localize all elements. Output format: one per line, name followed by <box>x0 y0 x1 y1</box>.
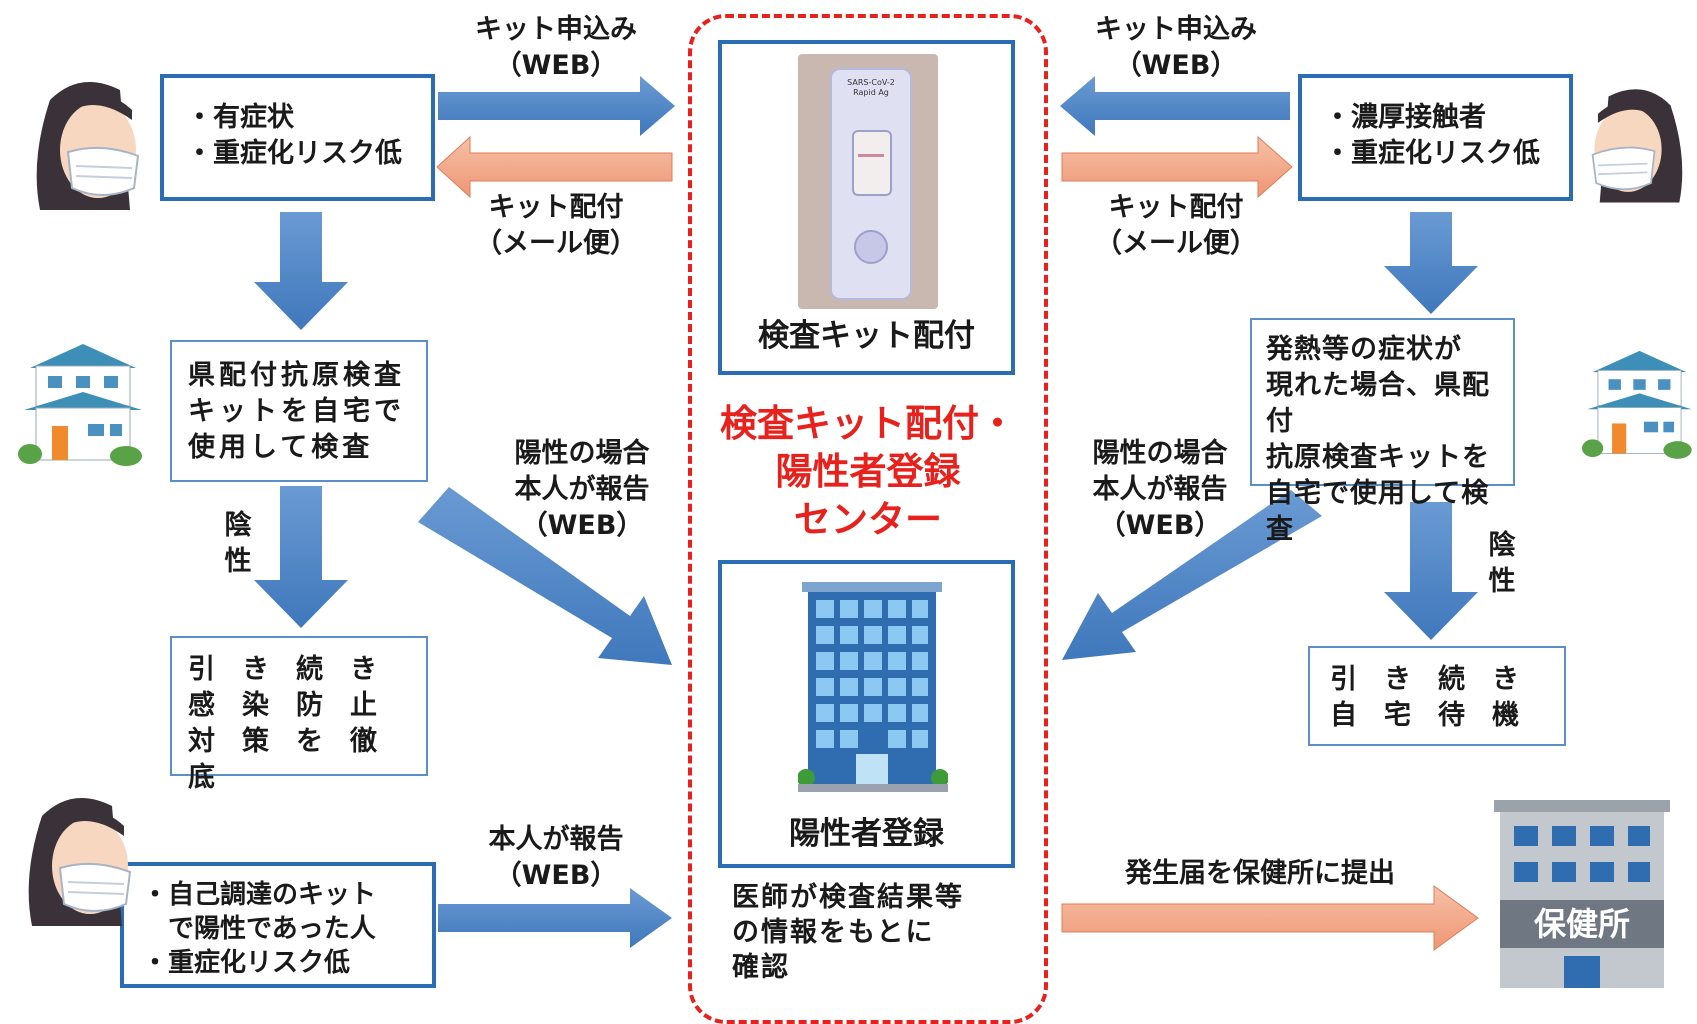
test-kit-well <box>854 230 888 264</box>
arrow-submit <box>1061 885 1479 951</box>
kit-apply-left-label: キット申込み （WEB） <box>475 14 637 81</box>
arrow-left-down-1 <box>254 212 348 330</box>
health-center-windows <box>1514 826 1650 846</box>
left-test-box: 県配付抗原検査 キットを自宅で 使用して検査 <box>170 340 428 482</box>
kit-delivery-right-label: キット配付 （メール便） <box>1095 192 1257 259</box>
health-center-roof <box>1494 800 1670 812</box>
report-bottom-label: 本人が報告 （WEB） <box>488 824 624 891</box>
bottom-left-box: ・自己調達のキット で陽性であった人 ・重症化リスク低 <box>120 862 436 988</box>
center-title: 検査キット配付・ 陽性者登録 センター <box>720 402 1016 541</box>
health-center-body: 保健所 <box>1500 812 1664 988</box>
house-icon <box>1582 350 1692 459</box>
health-center-door <box>1564 956 1600 988</box>
woman-with-mask-icon <box>28 798 132 926</box>
arrow-right-down-1 <box>1384 212 1478 314</box>
left-top-box: ・有症状 ・重症化リスク低 <box>160 74 435 201</box>
bottom-left-text: ・自己調達のキット で陽性であった人 ・重症化リスク低 <box>142 880 377 978</box>
right-result-box: 引 き 続 き 自 宅 待 機 <box>1308 646 1566 746</box>
negative-right-label: 陰 性 <box>1488 530 1516 597</box>
arrow-kit-delivery-right <box>1061 135 1293 199</box>
left-top-text: ・有症状 ・重症化リスク低 <box>186 102 402 169</box>
right-result-text: 引 き 続 き 自 宅 待 機 <box>1330 664 1519 731</box>
arrow-report-left <box>418 487 672 665</box>
left-result-text: 引 き 続 き 感 染 防 止 対 策 を 徹 底 <box>188 654 377 793</box>
arrow-report-right <box>1062 490 1322 660</box>
right-top-text: ・濃厚接触者 ・重症化リスク低 <box>1324 102 1540 169</box>
right-test-text: 発熱等の症状が 現れた場合、県配付 抗原検査キットを 自宅で使用して検査 <box>1266 334 1490 545</box>
woman-with-mask-icon <box>1591 89 1683 203</box>
right-top-box: ・濃厚接触者 ・重症化リスク低 <box>1298 74 1573 201</box>
kit-delivery-left-label: キット配付 （メール便） <box>475 192 637 259</box>
arrow-kit-apply-right <box>1060 76 1290 136</box>
test-kit-window <box>852 130 892 196</box>
left-result-box: 引 き 続 き 感 染 防 止 対 策 を 徹 底 <box>170 636 428 793</box>
house-icon <box>18 344 142 466</box>
right-test-box: 発熱等の症状が 現れた場合、県配付 抗原検査キットを 自宅で使用して検査 <box>1250 318 1515 545</box>
arrow-left-down-2 <box>254 486 348 628</box>
submit-label: 発生届を保健所に提出 <box>1125 858 1395 889</box>
report-right-label: 陽性の場合 本人が報告 （WEB） <box>1092 438 1228 541</box>
health-center-windows <box>1514 862 1650 882</box>
left-test-text: 県配付抗原検査 キットを自宅で 使用して検査 <box>188 360 405 463</box>
center-confirm-text: 医師が検査結果等 の情報をもとに 確認 <box>732 882 964 983</box>
arrows-layer <box>254 76 1479 951</box>
report-left-label: 陽性の場合 本人が報告 （WEB） <box>514 438 650 541</box>
negative-left-label: 陰 性 <box>224 510 252 577</box>
test-kit-cassette: SARS-CoV-2 Rapid Ag <box>830 68 912 300</box>
health-center-sign: 保健所 <box>1500 900 1664 948</box>
test-kit-image: SARS-CoV-2 Rapid Ag <box>798 54 938 309</box>
arrow-kit-delivery-left <box>436 135 673 199</box>
arrow-kit-apply-left <box>438 76 675 136</box>
center-kit-box: SARS-CoV-2 Rapid Ag 検査キット配付 <box>718 40 1015 375</box>
kit-apply-right-label: キット申込み （WEB） <box>1095 14 1257 81</box>
center-register-box: 陽性者登録 <box>718 560 1015 868</box>
woman-with-mask-icon <box>36 82 140 210</box>
center-register-label: 陽性者登録 <box>789 816 944 852</box>
arrow-right-down-2 <box>1384 502 1478 640</box>
health-center-building: 保健所 <box>1494 800 1670 988</box>
test-kit-product-text: SARS-CoV-2 Rapid Ag <box>847 78 895 97</box>
arrow-report-bottom <box>438 888 672 948</box>
test-line <box>858 154 884 157</box>
center-kit-label: 検査キット配付 <box>758 318 975 354</box>
office-building-icon <box>798 582 948 792</box>
